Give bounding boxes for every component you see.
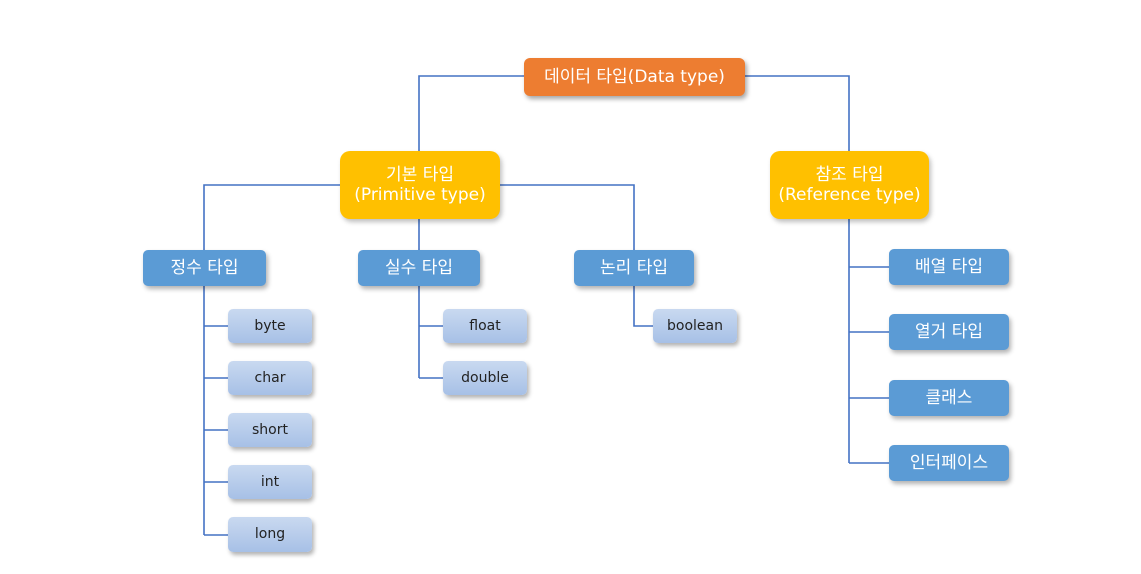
leaf-node-double: double (443, 361, 527, 395)
leaf-node-int: int (228, 465, 312, 499)
real-label: 실수 타입 (385, 257, 453, 278)
primitive-label-korean: 기본 타입 (386, 164, 454, 185)
leaf-label: boolean (667, 317, 723, 334)
leaf-label: long (254, 526, 286, 543)
reference-node-interface: 인터페이스 (889, 445, 1009, 481)
reference-item-label: 클래스 (925, 387, 973, 408)
reference-item-label: 인터페이스 (909, 452, 989, 473)
leaf-node-long: long (228, 517, 312, 552)
leaf-label: byte (254, 317, 286, 334)
primitive-label-english: (Primitive type) (354, 185, 486, 205)
integer-label: 정수 타입 (170, 257, 239, 278)
leaf-node-char: char (228, 361, 312, 395)
connector-primitive-integer (203, 184, 340, 250)
subcategory-node-integer: 정수 타입 (143, 250, 266, 286)
leaf-node-float: float (443, 309, 527, 343)
connector-logical-leaf (633, 286, 653, 327)
logical-label: 논리 타입 (600, 257, 668, 278)
connector-integer-leaves (203, 286, 228, 536)
connector-real-leaves (418, 286, 443, 379)
reference-item-label: 열거 타입 (915, 321, 983, 342)
leaf-node-byte: byte (228, 309, 312, 343)
leaf-label: int (260, 473, 280, 490)
leaf-label: float (469, 317, 501, 334)
leaf-label: short (252, 421, 288, 438)
reference-node-class: 클래스 (889, 380, 1009, 416)
leaf-node-boolean: boolean (653, 309, 737, 343)
root-node-label: 데이터 타입(Data type) (544, 66, 725, 87)
connector-root-reference (745, 75, 850, 151)
connector-reference-leaves (848, 219, 889, 464)
reference-node-enum: 열거 타입 (889, 314, 1009, 350)
leaf-node-short: short (228, 413, 312, 447)
root-node-data-type: 데이터 타입(Data type) (524, 58, 745, 96)
subcategory-node-logical: 논리 타입 (574, 250, 694, 286)
leaf-label: char (254, 369, 286, 386)
category-node-primitive: 기본 타입 (Primitive type) (340, 151, 500, 219)
reference-node-array: 배열 타입 (889, 249, 1009, 285)
connector-primitive-logical (500, 184, 635, 250)
leaf-label: double (461, 369, 509, 386)
reference-item-label: 배열 타입 (915, 256, 983, 277)
reference-label-korean: 참조 타입 (815, 164, 884, 185)
category-node-reference: 참조 타입 (Reference type) (770, 151, 929, 219)
subcategory-node-real: 실수 타입 (358, 250, 480, 286)
connector-root-primitive (418, 75, 524, 151)
reference-label-english: (Reference type) (778, 185, 921, 205)
